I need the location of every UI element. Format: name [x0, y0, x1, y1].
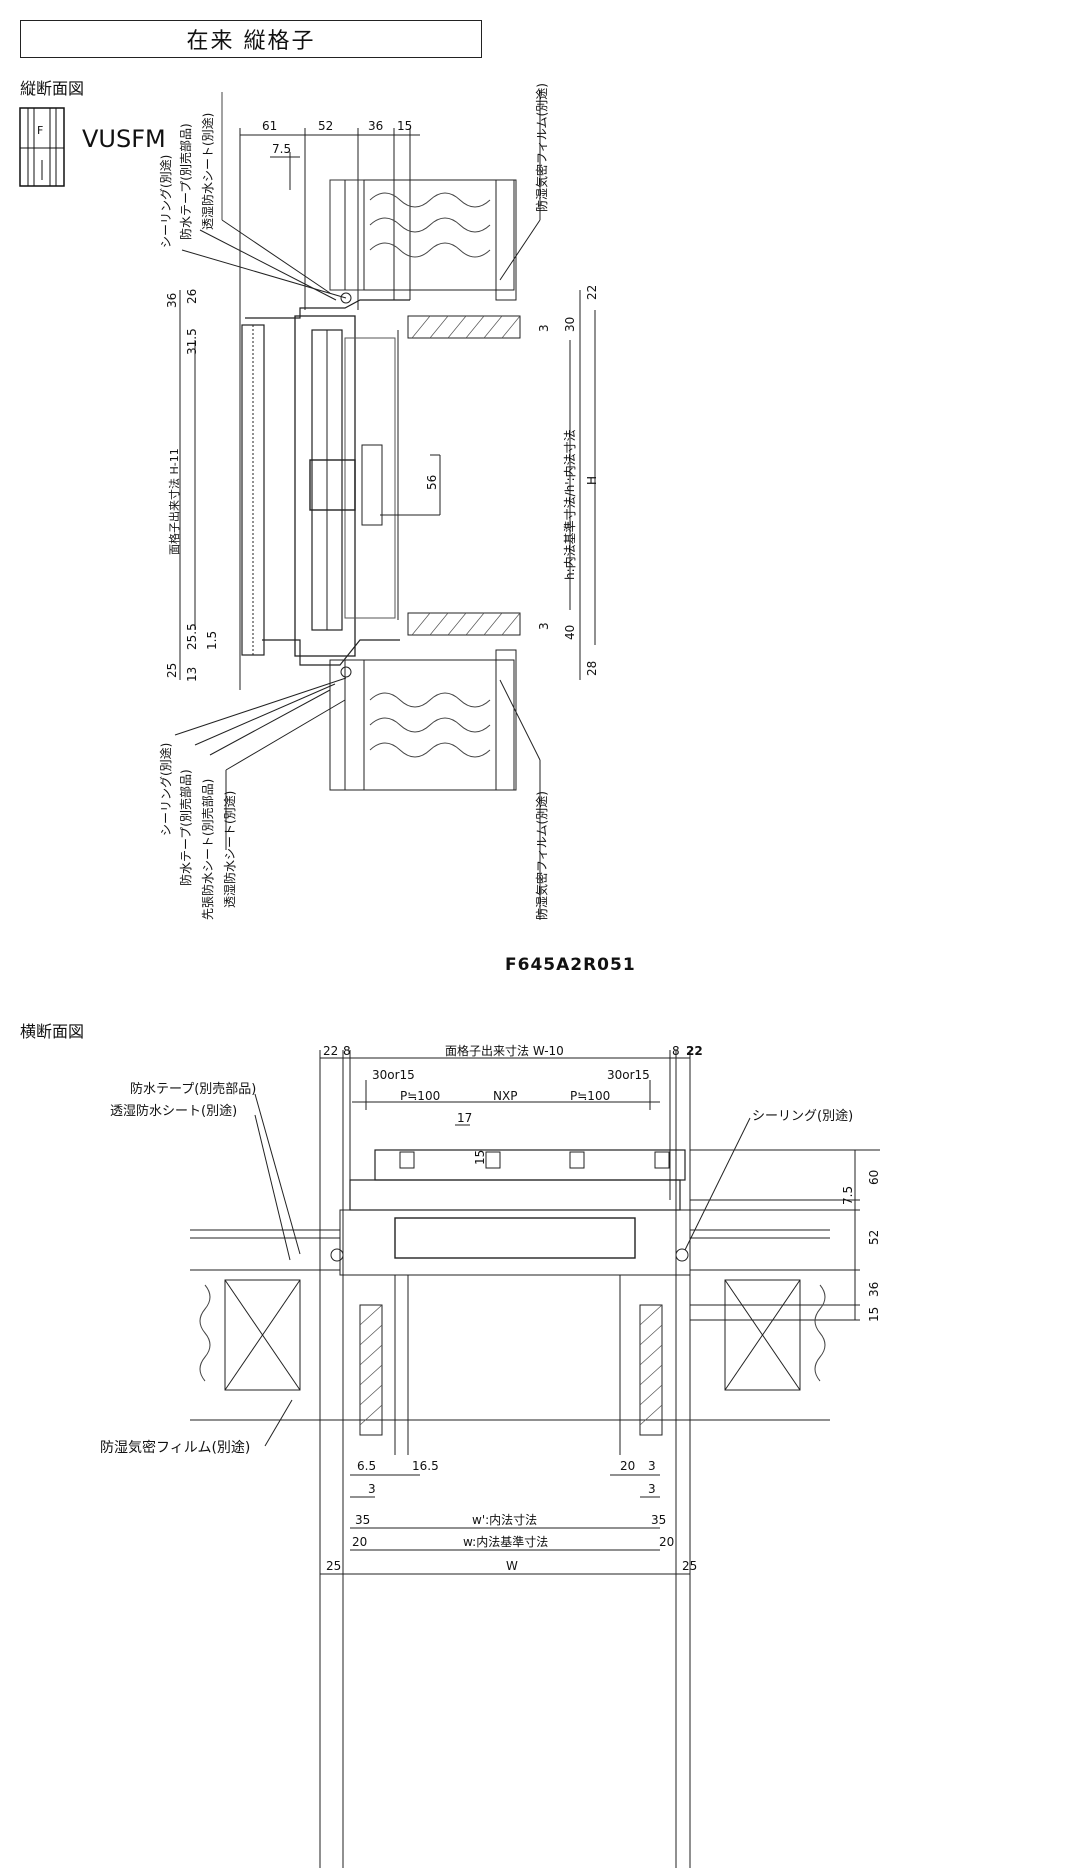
dim-20-r2: 20: [659, 1535, 674, 1549]
dim-left-31-5: 31.5: [185, 328, 199, 355]
drawing-code: F645A2R051: [505, 955, 636, 975]
note-sealing-bottom: シーリング(別途): [158, 743, 173, 836]
dim-56: 56: [425, 475, 439, 490]
dim-top-8-l: 8: [343, 1044, 351, 1058]
note-sheet-top: 透湿防水シート(別途): [200, 113, 215, 230]
label-H: H: [585, 476, 599, 485]
dim-r-52: 52: [867, 1230, 881, 1245]
label-h: h:内法基準寸法/h':内法寸法: [562, 429, 577, 580]
dim-30or15-left: 30or15: [372, 1068, 415, 1082]
dim-15-h: 15: [473, 1150, 487, 1165]
dim-right-22: 22: [585, 285, 599, 300]
note-film-bottom: 防湿気密フィルム(別途): [534, 791, 549, 920]
note-sealing-top: シーリング(別途): [158, 155, 173, 248]
dim-right-3-top: 3: [537, 324, 551, 332]
dim-17: 17: [457, 1111, 472, 1125]
dim-top-22-r: 22: [686, 1044, 703, 1058]
dim-7-5: 7.5: [272, 142, 291, 156]
note-film: 防湿気密フィルム(別途): [100, 1439, 250, 1456]
dim-30or15-right: 30or15: [607, 1068, 650, 1082]
dim-6-5: 6.5: [357, 1459, 376, 1473]
note-tape-top: 防水テープ(別売部品): [178, 123, 193, 240]
dim-left-36: 36: [165, 293, 179, 308]
note-sealing: シーリング(別途): [752, 1108, 853, 1124]
model-name: VUSFM: [82, 125, 166, 153]
dim-left-13: 13: [185, 667, 199, 682]
label-width-outer: 面格子出来寸法 W-10: [445, 1043, 564, 1058]
note-presheet-bottom: 先張防水シート(別売部品): [200, 779, 215, 920]
dim-top-22-l: 22: [323, 1044, 338, 1058]
note-sheet: 透湿防水シート(別途): [110, 1103, 237, 1119]
dim-16-5: 16.5: [412, 1459, 439, 1473]
dim-3-r2: 3: [648, 1482, 656, 1496]
dim-right-30: 30: [563, 317, 577, 332]
note-film-top: 防湿気密フィルム(別途): [534, 83, 549, 212]
dim-r-15: 15: [867, 1307, 881, 1322]
dim-36: 36: [368, 119, 383, 133]
dim-r-7-5: 7.5: [841, 1186, 855, 1205]
horizontal-section-label: 横断面図: [20, 1022, 85, 1041]
dim-3-l: 3: [368, 1482, 376, 1496]
dim-left-26: 26: [185, 289, 199, 304]
note-tape: 防水テープ(別売部品): [130, 1081, 256, 1097]
dim-25-r: 25: [682, 1559, 697, 1573]
note-tape-bottom: 防水テープ(別売部品): [178, 769, 193, 886]
dim-w-prime: w':内法寸法: [472, 1513, 537, 1527]
dim-35-l: 35: [355, 1513, 370, 1527]
dim-left-1-5: 1.5: [205, 631, 219, 650]
dim-top-8-r: 8: [672, 1044, 680, 1058]
dim-p-right: P≒100: [570, 1089, 610, 1103]
page-title: 在来 縦格子: [20, 20, 482, 58]
note-sheet-bottom: 透湿防水シート(別途): [222, 791, 237, 908]
dim-25-l: 25: [326, 1559, 341, 1573]
dim-52: 52: [318, 119, 333, 133]
dim-right-40: 40: [563, 625, 577, 640]
dim-W: W: [506, 1559, 518, 1573]
dim-right-28: 28: [585, 661, 599, 676]
vertical-section-label: 縦断面図: [20, 79, 85, 98]
dim-p-left: P≒100: [400, 1089, 440, 1103]
dim-nxp: NXP: [493, 1089, 517, 1103]
dim-left-25-5: 25.5: [185, 623, 199, 650]
dim-20-r: 20: [620, 1459, 635, 1473]
dim-r-36: 36: [867, 1282, 881, 1297]
label-height-outer: 面格子出来寸法 H-11: [167, 448, 181, 555]
dim-w: w:内法基準寸法: [463, 1534, 548, 1549]
dim-right-3-bottom: 3: [537, 622, 551, 630]
dim-left-25: 25: [165, 663, 179, 678]
dim-3-r: 3: [648, 1459, 656, 1473]
icon-letter: F: [37, 124, 43, 137]
dim-35-r: 35: [651, 1513, 666, 1527]
dim-61: 61: [262, 119, 277, 133]
dim-15: 15: [397, 119, 412, 133]
lattice-window-icon: F: [19, 107, 65, 187]
dim-r-60: 60: [867, 1170, 881, 1185]
dim-20-l: 20: [352, 1535, 367, 1549]
